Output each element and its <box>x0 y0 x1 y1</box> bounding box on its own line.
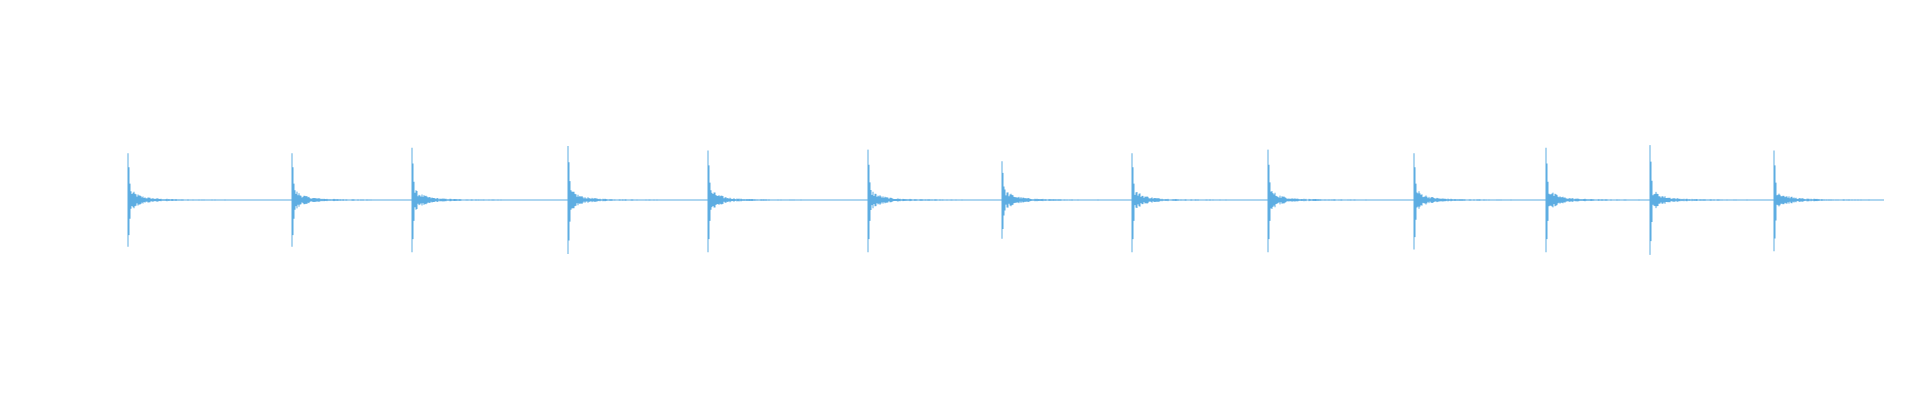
waveform-transient <box>411 147 522 253</box>
waveform-transient <box>867 149 978 253</box>
transient-path <box>1131 153 1242 253</box>
waveform-transient <box>1131 153 1242 253</box>
waveform-transient <box>567 146 678 254</box>
transient-path <box>291 153 402 247</box>
transient-path <box>1545 147 1642 253</box>
waveform-transient <box>1001 161 1112 239</box>
transient-path <box>1773 150 1876 252</box>
transient-path <box>127 153 238 247</box>
waveform-transient <box>707 150 818 253</box>
transient-path <box>867 149 978 253</box>
transient-path <box>707 150 818 253</box>
waveform-transient <box>1773 150 1876 252</box>
waveform-transient <box>1413 153 1524 250</box>
waveform-transient <box>127 153 238 247</box>
transient-path <box>411 147 522 253</box>
transient-path <box>567 146 678 254</box>
waveform-transient <box>1267 149 1378 253</box>
waveform-transient <box>291 153 402 247</box>
waveform-transient <box>1545 147 1642 253</box>
transient-path <box>1001 161 1112 239</box>
waveform-transient <box>1649 145 1760 255</box>
transient-path <box>1267 149 1378 253</box>
transient-path <box>1413 153 1524 250</box>
transient-path <box>1649 145 1760 255</box>
